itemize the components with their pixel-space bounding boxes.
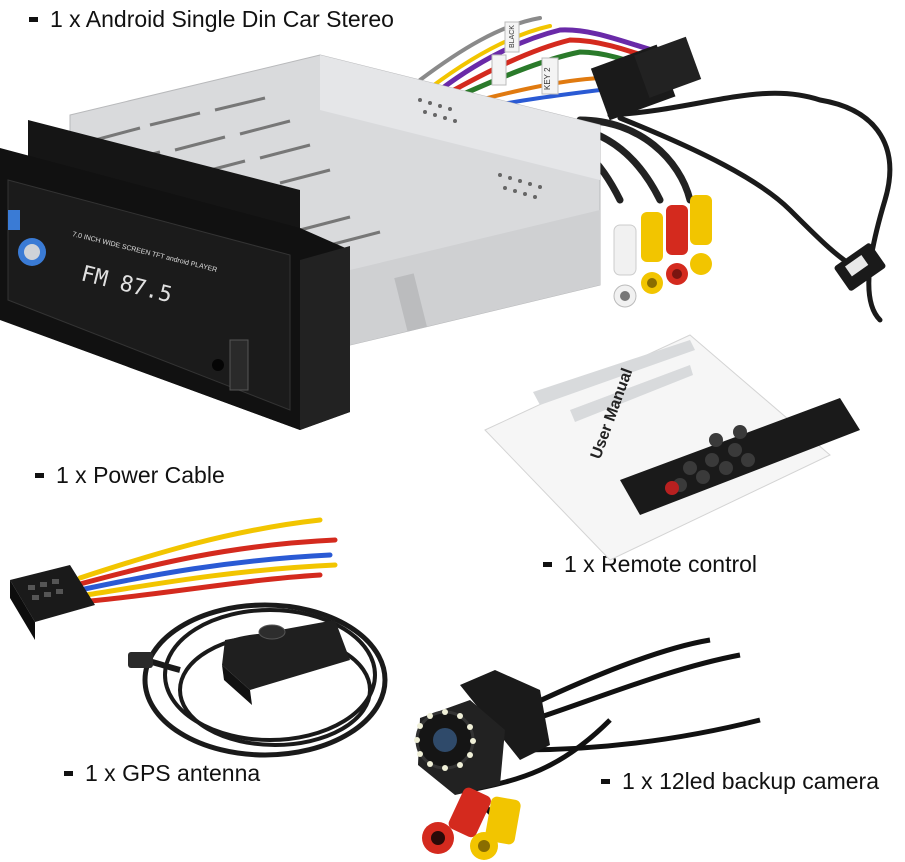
remote-control [620,398,860,515]
backup-camera [414,637,761,860]
bullet-icon [64,771,73,776]
wire-tag [504,21,520,53]
item-text: 1 x Android Single Din Car Stereo [50,6,394,32]
usb-port-icon [845,255,869,277]
wire-tag-text: BLACK [509,25,516,48]
iso-connector-2 [634,36,702,98]
item-label-power-cable: 1 x Power Cable [35,462,225,489]
item-label-gps: 1 x GPS antenna [64,760,260,787]
item-label-remote: 1 x Remote control [543,551,757,578]
item-text: 1 x Power Cable [56,462,225,488]
user-manual: User Manual [484,334,831,561]
wire-tag-text: KEY 2 [543,67,552,90]
power-connector [10,565,95,640]
bullet-icon [543,562,552,567]
item-label-camera: 1 x 12led backup camera [601,768,879,795]
wire-tag [541,57,559,95]
power-button-icon [665,481,679,495]
rca-plugs [613,195,712,308]
item-text: 1 x 12led backup camera [622,768,879,794]
item-label-stereo: 1 x Android Single Din Car Stereo [29,6,394,33]
gps-antenna [128,602,388,758]
wire-tag [491,54,507,86]
bullet-icon [29,17,38,22]
bullet-icon [35,473,44,478]
item-text: 1 x Remote control [564,551,758,577]
item-text: 1 x GPS antenna [85,760,261,786]
bullet-icon [601,779,610,784]
stereo-unit: 7.0 INCH WIDE SCREEN TFT android PLAYER … [0,54,601,430]
power-cable [77,517,338,605]
